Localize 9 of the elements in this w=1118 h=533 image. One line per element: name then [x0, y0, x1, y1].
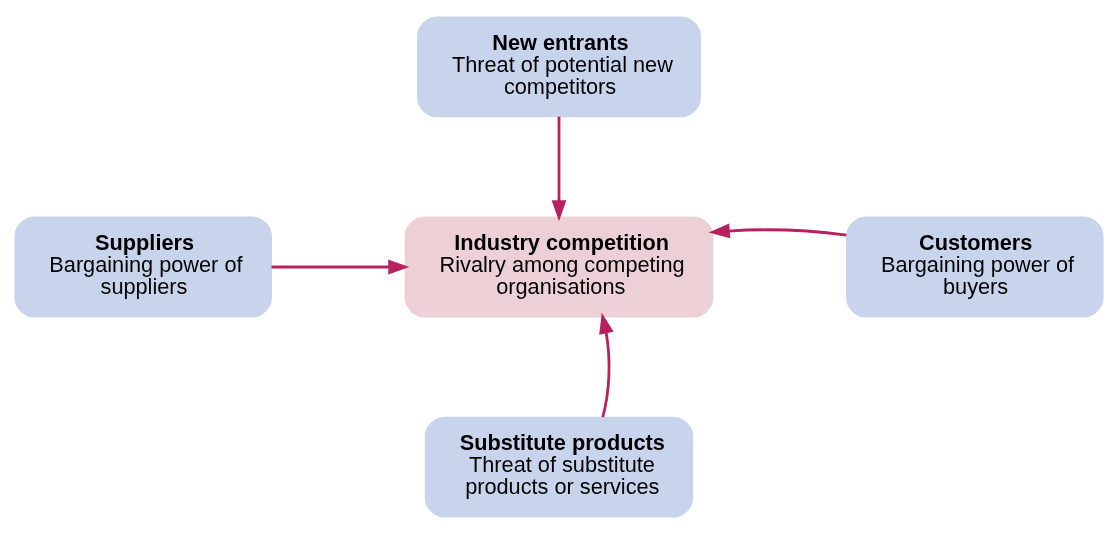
- node-box: Industry competition Rivalry among competing organisations: [404, 216, 714, 317]
- arrow: [708, 223, 847, 238]
- arrow: [271, 259, 410, 274]
- arrow: [551, 116, 567, 221]
- node-box: New entrants Threat of potential new competitors: [417, 15, 701, 117]
- node-box: Suppliers Bargaining power of suppliers: [14, 216, 272, 317]
- node-box: Substitute products Threat of substitute products or services: [424, 416, 694, 518]
- node-box: Customers Bargaining power of buyers: [846, 216, 1104, 317]
- arrow: [599, 312, 614, 418]
